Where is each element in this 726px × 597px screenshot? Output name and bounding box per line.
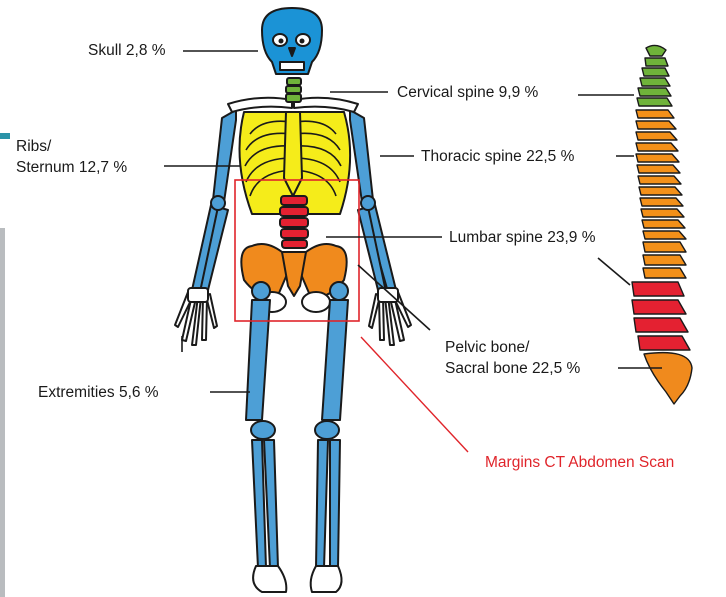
thoracic-label: Thoracic spine 22,5 %: [421, 146, 574, 167]
leg-right: [315, 282, 348, 568]
skull-label: Skull 2,8 %: [88, 40, 166, 61]
spine-sacrum: [644, 353, 692, 404]
hand-right: [369, 288, 411, 345]
ribs-label-line1: Ribs/: [16, 136, 51, 157]
pelvic-label-line1: Pelvic bone/: [445, 337, 529, 358]
arm-left: [192, 110, 236, 294]
spine-lumbar: [632, 282, 690, 350]
ct-margins-label: Margins CT Abdomen Scan: [485, 452, 674, 473]
lumbar-spine: [280, 196, 308, 248]
arm-right: [350, 110, 396, 294]
leg-left: [246, 282, 278, 568]
spine-thoracic: [636, 110, 686, 278]
feet: [253, 566, 341, 592]
spine-column: [632, 45, 692, 404]
skeleton: [175, 8, 411, 592]
skull: [262, 8, 322, 74]
cervical-label: Cervical spine 9,9 %: [397, 82, 538, 103]
pelvic-label-line2: Sacral bone 22,5 %: [445, 358, 580, 379]
ribs-label-line2: Sternum 12,7 %: [16, 157, 127, 178]
spine-cervical: [637, 45, 672, 106]
lumbar-label: Lumbar spine 23,9 %: [449, 227, 595, 248]
cervical-spine: [286, 78, 301, 102]
extremities-label: Extremities 5,6 %: [38, 382, 159, 403]
